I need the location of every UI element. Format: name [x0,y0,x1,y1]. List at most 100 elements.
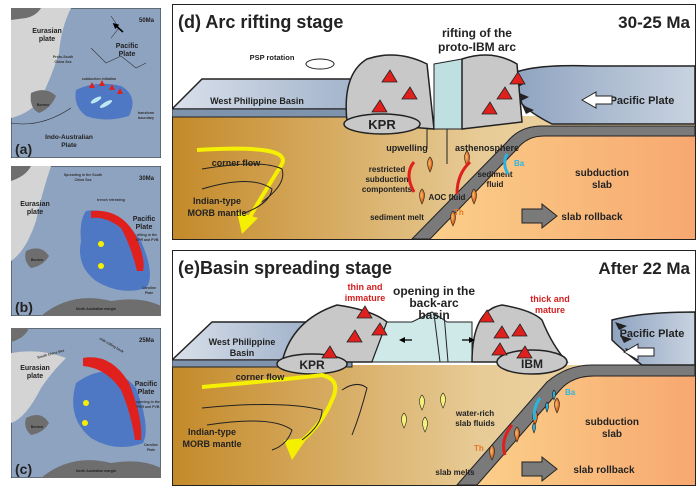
aoc-fluid-label: AOC fluid [429,193,466,202]
th-label: Th [454,208,464,217]
restricted-label: restricted [369,165,406,174]
pacific-plate-label: Pacific Plate [610,95,675,107]
eurasian-plate-label: Eurasian [20,365,50,372]
sediment-fluid-label-2: fluid [487,180,504,189]
sea-label: Spreading in the South [64,173,102,177]
ba-label: Ba [514,159,525,168]
southern-margin-label: North Australian margin [76,469,116,473]
borneo-landmass [30,90,56,113]
map-note: trench retreating [97,198,125,202]
water-rich-label: water-rich [455,409,494,418]
corner-flow-arrow [196,146,285,223]
panel-label: (b) [15,299,33,315]
arc-volcanoes [321,305,533,359]
borneo-label: Borneo [31,258,43,262]
southern-margin-label: North Australian margin [76,307,116,311]
west-philippine-basin-label-2: Basin [230,348,255,358]
plate-motion-arrow-icon [622,343,655,361]
rollback-arrow-icon [521,455,558,483]
subduction-slab-label-2: slab [592,180,612,191]
melt-droplets [401,389,560,461]
pacific-plate-label: Pacific Plate [620,328,685,340]
map-panel-b: 30Ma Eurasian plate Pacific Plate Spread… [11,166,161,316]
map-age: 30Ma [139,176,155,182]
ba-label: Ba [565,388,576,397]
eurasian-plate-label-l2: plate [39,36,55,43]
mantle-label-2: MORB mantle [182,439,241,449]
age-label: 30-25 Ma [618,13,690,32]
borneo-label: Borneo [31,425,43,429]
west-philippine-basin-label: West Philippine Basin [210,96,304,106]
pacific-plate-label-l1: Pacific [116,43,139,50]
rift-label-2: proto-IBM arc [438,40,516,54]
map-note-3: boundary [138,116,154,120]
caroline-label: Caroline [142,286,156,290]
eurasian-plate-label-2: plate [27,373,43,380]
map-age: 50Ma [139,18,155,24]
thin-immature-label: thin and [348,282,383,292]
eurasian-plate-label-l1: Eurasian [32,28,62,35]
map-panel-c: 25Ma Eurasian plate Pacific Plate South … [11,328,161,478]
map-note-2: transform [138,111,154,115]
map-panel-a: 50Ma Eurasian plate Pacific Plate Proto-… [11,8,161,158]
pacific-plate-label-l2: Plate [119,51,136,58]
borneo-label: Borneo [37,103,49,107]
thin-immature-label-2: immature [345,293,386,303]
panel-title: (d) Arc rifting stage [178,12,343,32]
cross-section-d: KPR (d) Arc rifting stage 30-25 Ma rifti… [172,4,696,240]
ibm-label: IBM [521,357,543,371]
sea-label: Proto-South [53,55,73,59]
west-philippine-basin-label: West Philippine [209,337,276,347]
mantle-label-2: MORB mantle [187,208,246,218]
eurasian-plate-label-2: plate [27,209,43,216]
map-note-2: opening in the [136,400,160,404]
panel-label: (c) [15,461,32,477]
map-note-3: KPR and PVB [136,238,159,242]
pacific-plate-label-2: Plate [138,389,155,396]
southern-plate-label-2: Plate [61,142,77,149]
caroline-label: Caroline [144,443,158,447]
mantle-label: Indian-type [193,196,241,206]
slab-rollback-label: slab rollback [561,212,623,223]
kpr-label: KPR [299,358,325,372]
upwelling-label: upwelling [386,143,428,153]
caroline-label-2: Plate [147,448,155,452]
thick-mature-label-2: mature [535,305,565,315]
mantle-label: Indian-type [188,427,236,437]
rift-label: rifting of the [442,26,512,40]
subduction-slab-label: subduction [575,168,629,179]
restricted-label-2: subduction [365,175,408,184]
sea-label-2: China Sea [55,60,72,64]
sea-label: South China Sea [37,348,65,359]
eurasian-plate-label: Eurasian [20,201,50,208]
pacific-plate-label: Pacific [135,381,158,388]
opening-label-3: basin [418,308,449,322]
thick-mature-label: thick and [530,294,570,304]
opening-label: opening in the [393,284,475,298]
plate-motion-arrow-icon [580,91,613,109]
map-note-3: PKR and PVB [137,405,160,409]
opening-label-2: back-arc [409,296,459,310]
sediment-melt-label: sediment melt [370,213,424,222]
rotation-arrow-icon [305,58,335,70]
map-note-2: rifting in the [137,233,157,237]
water-rich-label-2: slab fluids [455,419,495,428]
subduction-slab-label-2: slab [602,429,622,440]
slab-melts-label: slab melts [435,468,475,477]
asthenosphere-label: asthenosphere [455,143,519,153]
psp-rotation-label: PSP rotation [250,53,295,62]
rollback-arrow-icon [521,202,558,230]
kpr-label: KPR [368,117,396,132]
arc-volcanoes [371,69,526,115]
southern-plate-label: Indo-Australian [45,134,93,141]
pacific-plate-label: Pacific [133,216,156,223]
pacific-plate-label-2: Plate [136,224,153,231]
corner-flow-label: corner flow [212,158,262,168]
corner-flow-arrow [201,372,338,447]
cross-section-e: KPR IBM (e)Basin spreading stage After 2… [172,250,696,486]
slab-rollback-label: slab rollback [573,465,635,476]
map-note: subduction initiation [82,77,116,81]
th-label: Th [474,444,484,453]
restricted-label-3: compontents [362,185,413,194]
panel-label: (a) [15,141,32,157]
